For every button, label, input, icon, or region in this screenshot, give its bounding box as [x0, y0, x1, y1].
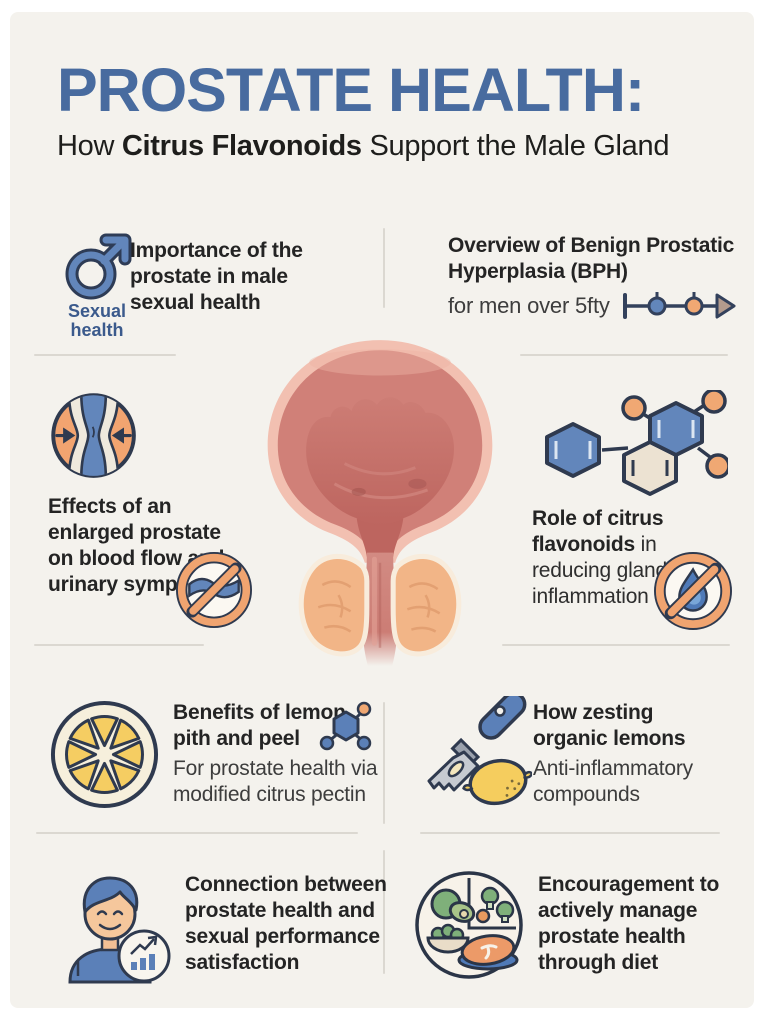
page-title: PROSTATE HEALTH: [57, 56, 645, 124]
divider [34, 644, 204, 646]
age-timeline-icon [622, 292, 736, 319]
lemon-pith-subtitle: For prostate health via modified citrus … [173, 757, 378, 807]
diet-text: Encouragement to actively manage prostat… [538, 873, 720, 975]
flavonoid-molecule-icon [528, 390, 728, 502]
no-flow-icon [176, 552, 252, 628]
man-growth-chart-icon [52, 864, 172, 984]
bph-title: Overview of Benign Prostatic Hyperplasia… [448, 234, 735, 284]
divider [383, 702, 385, 824]
connection-text: Connection between prostate health and s… [185, 873, 387, 975]
infographic-canvas: PROSTATE HEALTH: How Citrus Flavonoids S… [10, 12, 754, 1008]
lemon-zester-icon [414, 696, 532, 814]
bph-note: for men over 5fty [448, 293, 610, 319]
zesting-title: How zesting organic lemons [533, 701, 686, 751]
bph-note-row: for men over 5fty [448, 287, 738, 325]
pectin-molecule-icon [318, 700, 374, 756]
lemon-pith-title: Benefits of lemon pith and peel [173, 701, 346, 751]
sexual-health-icon-group: Sexual health [58, 224, 144, 340]
divider [34, 354, 176, 356]
page-subtitle: How Citrus Flavonoids Support the Male G… [57, 130, 670, 162]
healthy-diet-plate-icon [412, 868, 526, 982]
constricted-vessel-icon [51, 393, 136, 478]
sexual-health-text: Importance of the prostate in male sexua… [130, 239, 303, 315]
divider [383, 850, 385, 974]
lemon-slice-icon [48, 698, 161, 811]
divider [36, 832, 358, 834]
citrus-flavonoids-text: Role of citrus flavonoids in reducing gl… [532, 507, 702, 609]
enlarged-prostate-icon-group [48, 390, 140, 482]
no-inflammation-icon [654, 552, 732, 630]
divider [520, 354, 728, 356]
male-symbol-icon [65, 233, 132, 300]
zesting-subtitle: Anti-inflammatory compounds [533, 757, 693, 807]
divider [383, 228, 385, 308]
divider [420, 832, 720, 834]
divider [502, 644, 730, 646]
sexual-health-caption: Sexual health [67, 301, 127, 340]
bladder-prostate-anatomy-illustration [253, 332, 507, 666]
